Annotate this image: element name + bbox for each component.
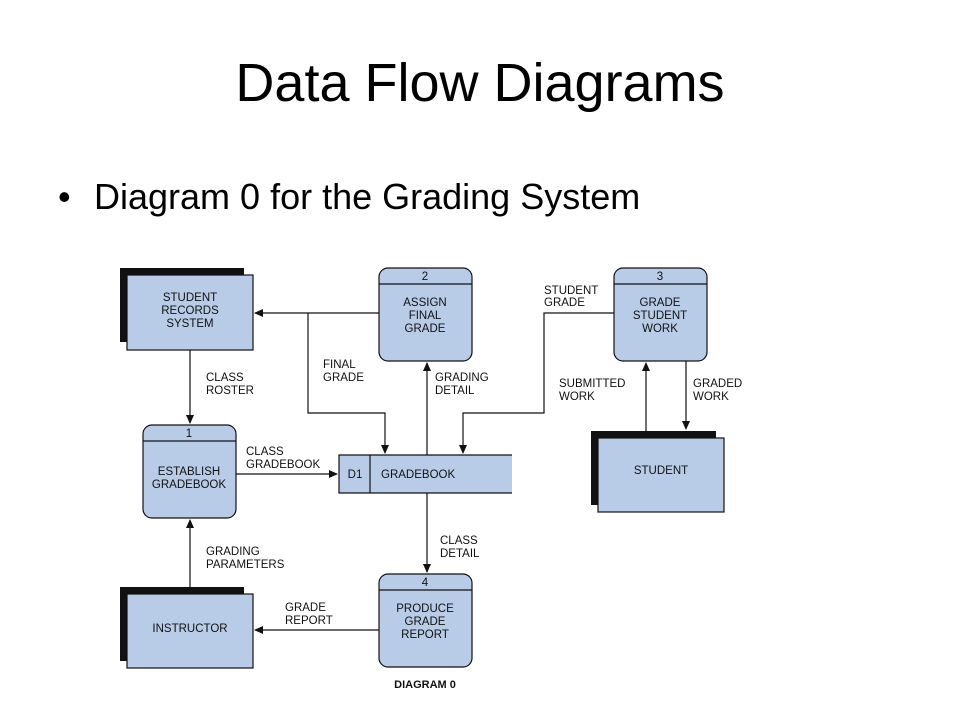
flow-label: CLASS: [440, 535, 478, 547]
flow-label: GRADE: [323, 372, 364, 384]
flow-graded-work: GRADED WORK: [682, 361, 742, 430]
flow-label: REPORT: [285, 615, 333, 627]
flow-label: SUBMITTED: [559, 378, 625, 390]
flow-class-detail: CLASS DETAIL: [423, 493, 480, 573]
process-id: 2: [422, 271, 428, 283]
process-id: 3: [657, 271, 663, 283]
entity-student: STUDENT: [591, 431, 725, 513]
flow-label: DETAIL: [440, 548, 480, 560]
flow-label: FINAL: [323, 359, 356, 371]
process-label: ESTABLISH: [158, 466, 220, 478]
bullet-dot-icon: •: [58, 176, 71, 217]
flow-final-grade-to-records: FINAL GRADE: [254, 309, 379, 384]
flow-label: ROSTER: [206, 385, 254, 397]
flow-label: CLASS: [206, 372, 244, 384]
flow-label: PARAMETERS: [206, 559, 285, 571]
process-label: GRADEBOOK: [152, 479, 226, 491]
data-store-name: GRADEBOOK: [381, 469, 455, 481]
flow-student-grade: STUDENT GRADE: [459, 285, 614, 454]
entity-label: STUDENT: [163, 292, 217, 304]
flow-label: STUDENT: [544, 285, 598, 297]
entity-label: STUDENT: [634, 465, 688, 477]
process-grade-student-work: 3 GRADE STUDENT WORK: [613, 267, 708, 362]
process-label: REPORT: [401, 629, 449, 641]
data-store-gradebook: D1 GRADEBOOK: [338, 454, 512, 494]
flow-grading-detail: GRADING DETAIL: [423, 362, 489, 455]
flow-final-grade-to-gradebook: [307, 313, 389, 454]
entity-student-records-system: STUDENT RECORDS SYSTEM: [120, 268, 254, 351]
entity-label: RECORDS: [161, 305, 219, 317]
process-assign-final-grade: 2 ASSIGN FINAL GRADE: [378, 267, 473, 362]
flow-label: DETAIL: [435, 385, 475, 397]
entity-label: INSTRUCTOR: [152, 623, 227, 635]
process-establish-gradebook: 1 ESTABLISH GRADEBOOK: [142, 424, 237, 519]
process-label: GRADE: [640, 297, 681, 309]
process-id: 4: [422, 577, 429, 589]
bullet-item: • Diagram 0 for the Grading System: [58, 176, 640, 218]
process-label: GRADE: [405, 323, 446, 335]
flow-label: GRADED: [693, 378, 742, 390]
flow-label: CLASS: [246, 446, 284, 458]
diagram-caption: DIAGRAM 0: [394, 679, 456, 691]
process-label: PRODUCE: [396, 603, 454, 615]
flow-grade-report: GRADE REPORT: [254, 602, 379, 634]
process-label: GRADE: [405, 616, 446, 628]
flow-label: GRADING: [435, 372, 489, 384]
flow-class-roster: CLASS ROSTER: [186, 350, 254, 424]
flow-label: GRADING: [206, 546, 260, 558]
flow-label: WORK: [693, 391, 729, 403]
process-label: WORK: [642, 323, 678, 335]
flow-label: GRADE: [285, 602, 326, 614]
flow-submitted-work: SUBMITTED WORK: [559, 362, 650, 432]
process-id: 1: [186, 428, 192, 440]
slide-title: Data Flow Diagrams: [235, 53, 725, 113]
flow-label: WORK: [559, 391, 595, 403]
flow-label: GRADE: [544, 297, 585, 309]
process-label: FINAL: [409, 310, 442, 322]
process-produce-grade-report: 4 PRODUCE GRADE REPORT: [378, 573, 473, 668]
process-label: ASSIGN: [403, 297, 446, 309]
bullet-text: Diagram 0 for the Grading System: [94, 176, 641, 217]
entity-label: SYSTEM: [166, 318, 213, 330]
flow-grading-parameters: GRADING PARAMETERS: [186, 519, 285, 588]
flow-class-gradebook: CLASS GRADEBOOK: [236, 446, 338, 478]
flow-label: GRADEBOOK: [246, 459, 320, 471]
process-label: STUDENT: [633, 310, 687, 322]
data-store-id: D1: [348, 469, 363, 481]
entity-instructor: INSTRUCTOR: [120, 587, 254, 669]
